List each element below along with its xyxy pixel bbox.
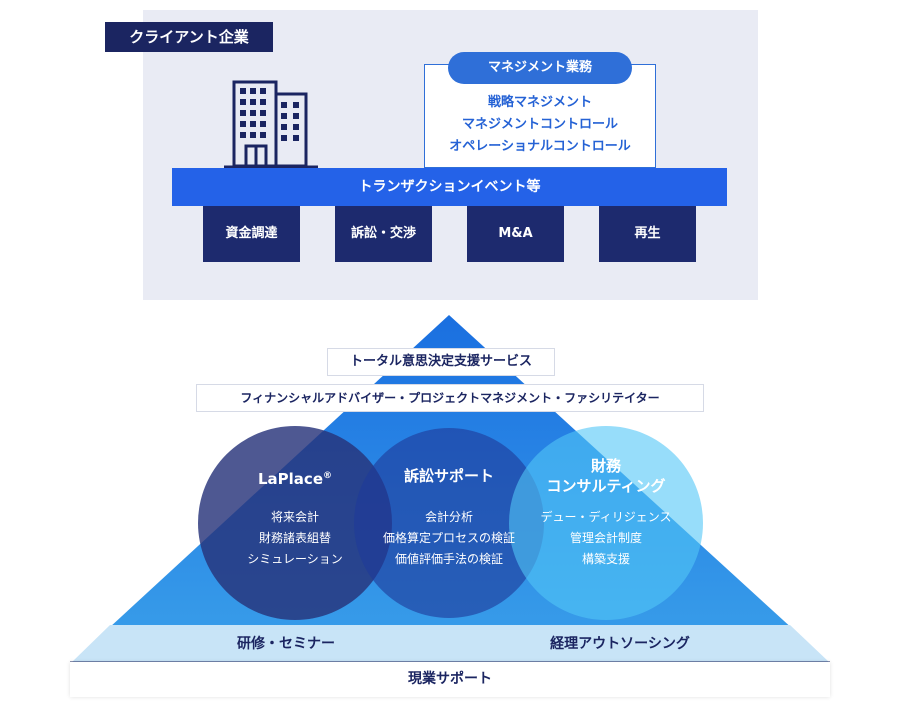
litigation-item: 価格算定プロセスの検証 xyxy=(382,531,515,545)
laplace-title-text: LaPlace xyxy=(257,470,323,488)
laplace-item: 財務諸表組替 xyxy=(258,531,331,545)
litigation-circle xyxy=(354,428,544,618)
consulting-item: 管理会計制度 xyxy=(569,531,642,545)
client-label: クライアント企業 xyxy=(105,22,273,52)
management-item: 戦略マネジメント xyxy=(487,95,592,110)
event-box: 資金調達 xyxy=(203,206,300,262)
consulting-title-line: コンサルティング xyxy=(546,477,666,495)
management-item: マネジメントコントロール xyxy=(461,117,618,132)
consulting-item: デュー・ディリジェンス xyxy=(540,510,672,524)
management-item: オペレーショナルコントロール xyxy=(449,139,631,154)
laplace-item: シミュレーション xyxy=(247,552,343,566)
litigation-title: 訴訟サポート xyxy=(403,467,494,485)
laplace-item: 将来会計 xyxy=(270,510,319,524)
outsourcing-label: 経理アウトソーシング xyxy=(550,636,690,652)
event-box: 訴訟・交渉 xyxy=(335,206,432,262)
role-tag: フィナンシャルアドバイザー・プロジェクトマネジメント・ファシリテイター xyxy=(196,384,704,412)
building-icon xyxy=(224,80,318,169)
event-box: M&A xyxy=(467,206,564,262)
transaction-bar: トランザクションイベント等 xyxy=(172,168,727,206)
total-support-tag: トータル意思決定支援サービス xyxy=(327,348,555,376)
event-box: 再生 xyxy=(599,206,696,262)
consulting-circle xyxy=(509,426,703,620)
laplace-circle xyxy=(198,426,392,620)
litigation-item: 価値評価手法の検証 xyxy=(394,552,503,566)
training-label: 研修・セミナー xyxy=(237,636,335,652)
litigation-item: 会計分析 xyxy=(424,510,473,524)
consulting-item: 構築支援 xyxy=(581,552,630,566)
laplace-title: LaPlace® xyxy=(230,466,360,489)
bottom-band-fill xyxy=(72,625,829,662)
operations-support-box: 現業サポート xyxy=(70,662,830,697)
management-title: マネジメント業務 xyxy=(448,52,632,84)
consulting-title-line: 財務 xyxy=(590,457,621,475)
registered-mark: ® xyxy=(323,471,332,481)
